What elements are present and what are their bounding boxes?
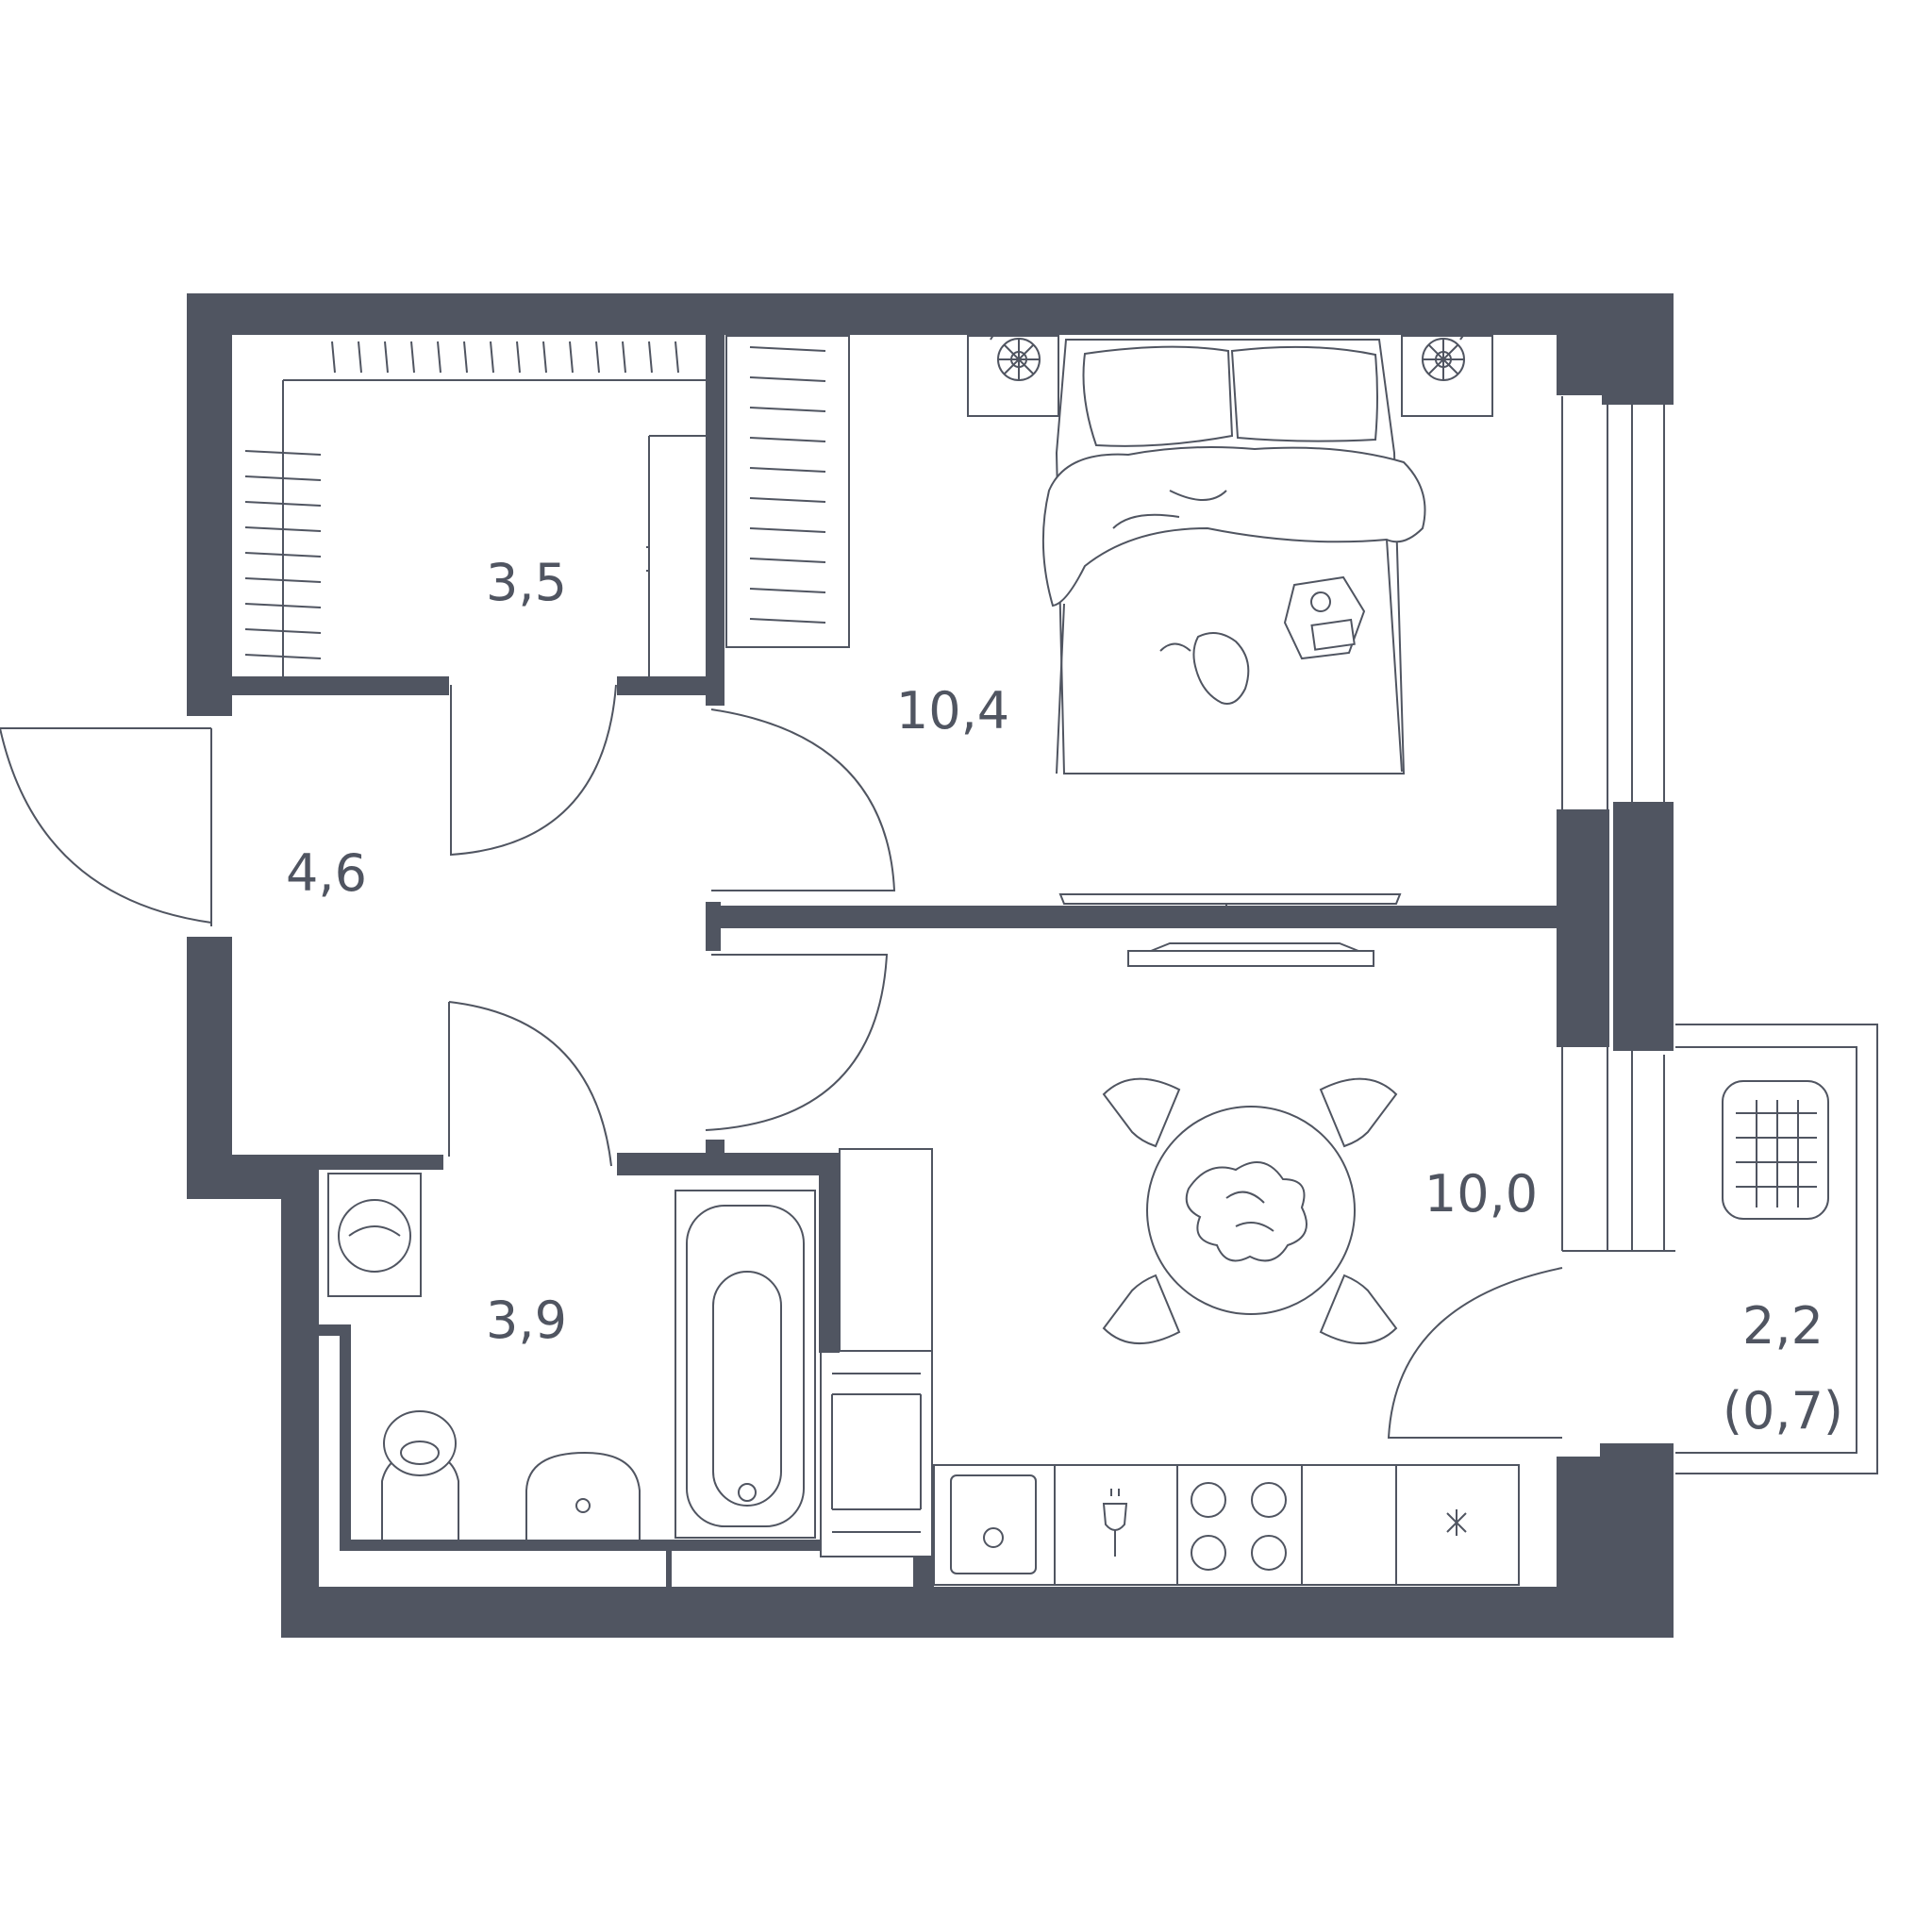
bathroom-area-label: 3,9 (486, 1291, 567, 1350)
dining-table-icon (1146, 1106, 1356, 1315)
sink-icon (525, 1451, 641, 1543)
walls (187, 293, 1674, 1638)
kitchen-sink-icon (950, 1474, 1037, 1574)
dishwasher-icon (1102, 1489, 1128, 1557)
toilet-icon (381, 1410, 459, 1543)
balcony-chair-icon (1722, 1080, 1829, 1220)
nightstand-icon (1401, 332, 1493, 417)
kitchen-counter-icon (933, 1464, 1520, 1586)
door-icon (1387, 1267, 1563, 1439)
bed-icon (1041, 339, 1426, 774)
kitchen-living-area-label: 10,0 (1424, 1164, 1538, 1224)
wardrobe-icon (244, 341, 709, 676)
kitchen-column-icon (820, 1148, 933, 1557)
hall-area-label: 4,6 (286, 843, 367, 903)
stove-icon (1191, 1482, 1287, 1571)
bedroom-area-label: 10,4 (896, 681, 1009, 741)
washing-machine-icon (327, 1173, 422, 1297)
tv-icon (1127, 942, 1374, 967)
door-icon (710, 708, 896, 891)
balcony-reduced-area-label: (0,7) (1723, 1381, 1843, 1441)
chair-icon (1102, 1077, 1398, 1344)
door-icon (448, 1001, 612, 1167)
bathtub-icon (675, 1190, 816, 1539)
balcony-area-label: 2,2 (1742, 1296, 1824, 1356)
wardrobe-icon (725, 335, 850, 648)
nightstand-icon (967, 333, 1059, 417)
balcony-outline (1675, 1024, 1878, 1474)
door-icon (450, 684, 617, 857)
door-icon (0, 727, 212, 926)
wardrobe-area-label: 3,5 (486, 553, 567, 612)
door-icon (705, 954, 889, 1131)
fridge-icon (1446, 1509, 1467, 1536)
window-icon (1561, 396, 1675, 1252)
